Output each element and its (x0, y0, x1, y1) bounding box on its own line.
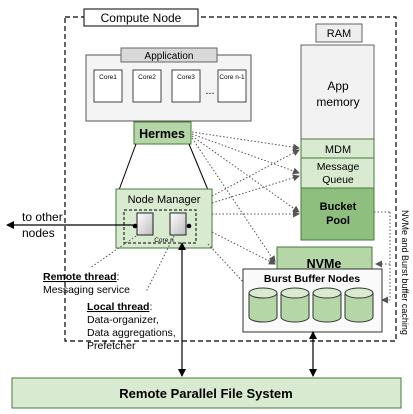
hermes-to-bucket-link (191, 135, 300, 213)
remote-thread-desc: Messaging service (43, 284, 130, 296)
mdm-label: MDM (325, 144, 351, 156)
burst-disk-1 (248, 287, 278, 323)
hermes-to-mdm-link (191, 131, 300, 151)
hermes-to-nvme-link (191, 137, 276, 263)
hermes-funnel-left (118, 143, 137, 191)
node-core-right (169, 212, 187, 236)
application-title: Application (145, 51, 194, 62)
burst-disk-3 (312, 287, 342, 323)
local-thread-line-2: Data aggregations, (87, 327, 176, 339)
hermes-box (133, 121, 192, 145)
pfs-label: Remote Parallel File System (119, 386, 292, 401)
local-thread-colon: : (149, 301, 152, 313)
compute-node-title: Compute Node (101, 11, 182, 25)
node-manager-dotted-links (89, 149, 300, 299)
local-thread-line-3: Prefetcher (87, 340, 136, 352)
node-core-group (123, 209, 197, 244)
local-thread-line-1: Data-organizer, (87, 314, 159, 326)
app-core-1-label: Core1 (99, 74, 117, 81)
app-core-n-1-label: Core n-1 (219, 74, 245, 81)
remote-thread-colon: : (117, 271, 120, 283)
node-core-label: Core n (154, 237, 174, 244)
node-core-left-dot (132, 223, 138, 229)
node-core-left (136, 212, 154, 236)
app-core-1 (93, 69, 123, 103)
hermes-dotted-links (191, 131, 300, 263)
nvme-label: NVMe (307, 257, 342, 271)
message-queue-label-2: Queue (322, 174, 354, 186)
to-other-nodes-label-2: nodes (22, 226, 55, 240)
remote-thread-text: Remote thread: (43, 271, 119, 283)
application-title-box (120, 47, 218, 63)
nm-to-nvme-link (211, 231, 276, 265)
core-ellipsis: ... (205, 85, 214, 97)
app-core-3 (171, 69, 201, 103)
burst-disk-2 (280, 287, 310, 323)
remote-thread-pointer (89, 235, 137, 269)
remote-thread-title: Remote thread (43, 271, 117, 283)
bucket-pool-label-1: Bucket (320, 201, 357, 213)
app-core-n-1 (217, 69, 247, 103)
hermes-to-queue-link (191, 133, 300, 175)
ram-title: RAM (327, 28, 351, 40)
local-thread-text: Local thread: (87, 301, 152, 313)
compute-node-title-box (83, 8, 199, 27)
app-core-2-label: Core2 (138, 74, 156, 81)
node-manager-label: Node Manager (128, 194, 201, 206)
app-core-3-label: Core3 (177, 74, 195, 81)
caching-side-caption: NVMe and Burst buffer caching (400, 210, 410, 335)
app-memory-label-2: memory (316, 95, 359, 109)
burst-disk-4 (344, 287, 374, 323)
pfs-box (11, 377, 402, 409)
message-queue-label-1: Message (317, 161, 360, 173)
nm-to-queue-link (211, 174, 300, 204)
hermes-label: Hermes (139, 127, 185, 141)
message-queue-block (300, 157, 375, 189)
burst-buffer-label: Burst Buffer Nodes (264, 273, 360, 285)
app-core-2 (132, 69, 162, 103)
node-core-right-dot (186, 223, 192, 229)
compute-node-boundary (64, 16, 397, 342)
nm-to-mdm-link (211, 149, 300, 197)
local-thread-title: Local thread (87, 301, 149, 313)
ram-title-box (315, 23, 363, 43)
to-other-nodes-label-1: to other (22, 210, 63, 224)
bucket-pool-block (300, 187, 375, 241)
bucket-pool-label-2: Pool (326, 215, 350, 227)
hermes-funnel-right (188, 143, 209, 191)
app-memory-label-1: App (327, 79, 349, 93)
